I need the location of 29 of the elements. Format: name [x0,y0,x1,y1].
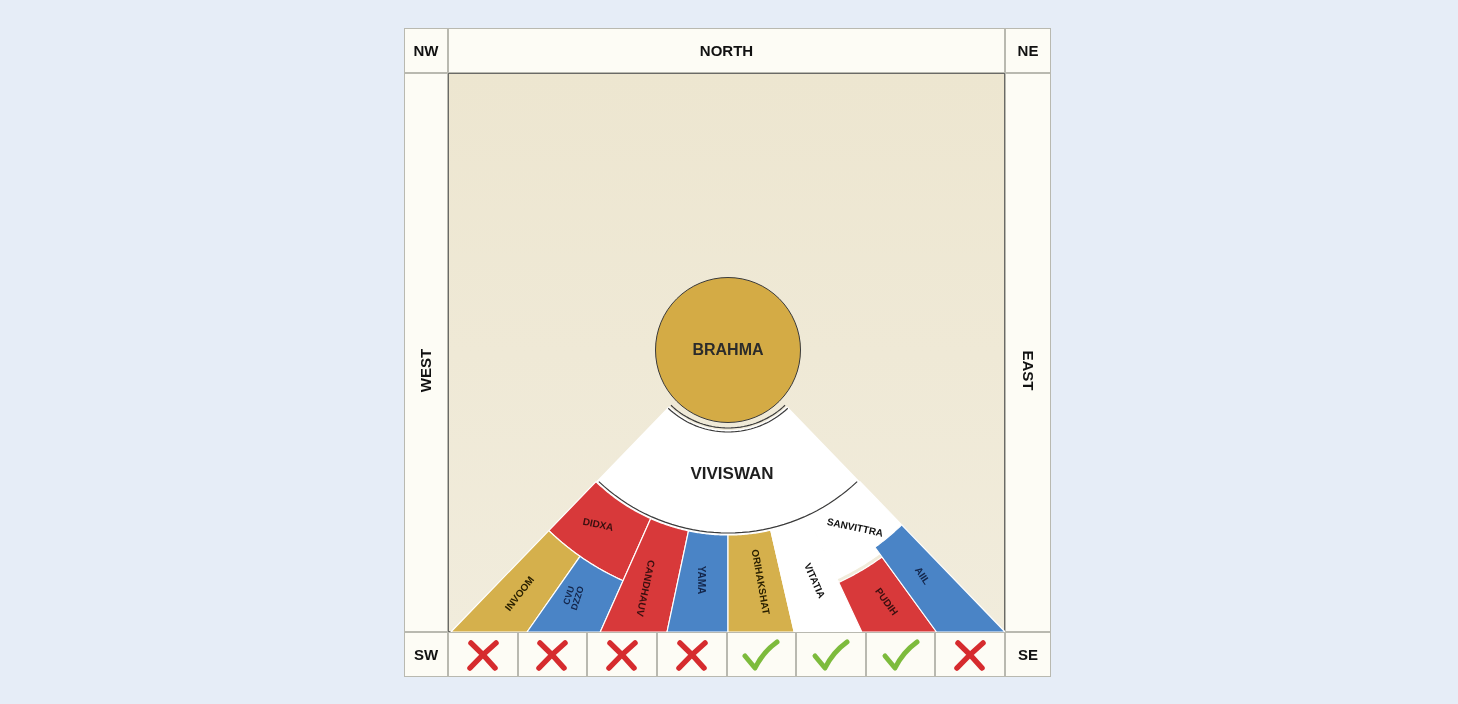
status-panel [448,632,518,677]
direction-panel [404,28,448,73]
direction-label: WEST [417,348,435,393]
status-panel [656,632,727,677]
direction-label: NE [1017,42,1039,59]
direction-panel [404,632,448,677]
zone-label: VIVISWAN [690,465,774,483]
status-panel [726,632,797,677]
zone-label: YAMA [695,565,707,595]
direction-label: NW [413,42,439,59]
status-panel [587,632,657,677]
zone-label: BRAHMA [692,341,764,359]
direction-label: SW [413,646,439,663]
status-panel [796,632,866,677]
status-panel [865,632,936,677]
zone-label: CVU DZZO [560,583,588,614]
zone-label: DIDXA [581,516,615,534]
direction-panel [1005,73,1051,632]
direction-label: SE [1018,646,1038,663]
status-panel [935,632,1005,677]
direction-panel [404,73,448,632]
direction-label: EAST [1019,350,1037,391]
status-panel [517,632,588,677]
direction-panel [1005,632,1051,677]
direction-panel [1005,28,1051,73]
site-plot [448,73,1005,632]
direction-panel [448,28,1005,73]
direction-label: NORTH [699,42,754,59]
zone-label: AIIL [912,565,932,587]
